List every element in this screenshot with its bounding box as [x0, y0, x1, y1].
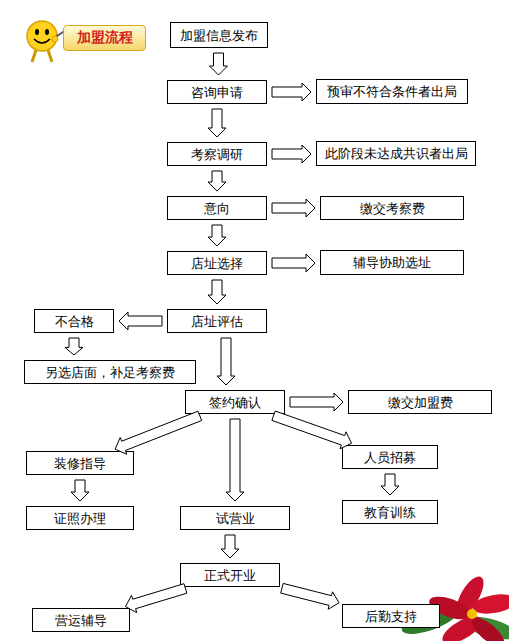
block-arrow — [272, 83, 311, 101]
process-box: 装修指导 — [26, 451, 134, 475]
box-label: 后勤支持 — [365, 609, 417, 624]
box-label: 缴交加盟费 — [388, 395, 453, 410]
box-label: 店址选择 — [191, 256, 243, 271]
box-label: 考察调研 — [191, 147, 243, 162]
smiley-eye — [35, 29, 39, 35]
block-arrow — [221, 535, 239, 558]
box-label: 证照办理 — [54, 511, 106, 526]
smiley-eye — [45, 29, 49, 35]
block-arrow — [272, 411, 352, 449]
box-label: 此阶段未达成共识者出局 — [325, 146, 468, 161]
block-arrow — [281, 583, 339, 609]
box-label: 正式开业 — [204, 568, 256, 583]
block-arrow — [272, 254, 315, 272]
block-arrow — [208, 280, 226, 304]
block-arrow — [71, 480, 89, 501]
box-label: 缴交考察费 — [360, 201, 425, 216]
process-box: 不合格 — [34, 309, 114, 333]
smiley-hand — [52, 36, 58, 42]
box-label: 加盟信息发布 — [180, 28, 258, 43]
block-arrow — [208, 171, 226, 191]
process-box: 缴交考察费 — [320, 196, 464, 220]
process-box: 证照办理 — [26, 506, 134, 530]
process-box: 教育训练 — [342, 500, 438, 524]
process-box: 预审不符合条件者出局 — [316, 79, 468, 104]
process-box: 正式开业 — [180, 563, 280, 587]
title-badge: 加盟流程 — [63, 25, 146, 51]
block-arrow — [115, 411, 202, 454]
block-arrow — [210, 53, 228, 75]
process-box: 加盟信息发布 — [170, 22, 268, 48]
smiley-mouth — [34, 39, 50, 43]
box-label: 预审不符合条件者出局 — [327, 84, 457, 99]
block-arrow — [226, 419, 244, 501]
box-label: 签约确认 — [209, 395, 261, 410]
smiley-face — [27, 21, 57, 51]
process-box: 后勤支持 — [342, 604, 440, 628]
box-label: 另选店面，补足考察费 — [45, 365, 175, 380]
box-label: 咨询申请 — [191, 85, 243, 100]
process-box: 签约确认 — [185, 390, 285, 414]
block-arrow — [272, 199, 315, 217]
process-box: 店址评估 — [167, 309, 267, 333]
process-box: 店址选择 — [167, 251, 267, 275]
process-box: 营运辅导 — [32, 608, 130, 632]
block-arrow — [126, 584, 187, 613]
box-label: 意向 — [204, 201, 230, 216]
block-arrow — [119, 312, 162, 330]
block-arrow — [208, 109, 226, 137]
process-box: 另选店面，补足考察费 — [24, 360, 196, 384]
box-label: 试营业 — [216, 511, 255, 526]
box-label: 店址评估 — [191, 314, 243, 329]
process-box: 人员招募 — [342, 445, 438, 469]
process-box: 此阶段未达成共识者出局 — [316, 141, 476, 166]
box-label: 装修指导 — [54, 456, 106, 471]
box-label: 人员招募 — [364, 450, 416, 465]
block-arrow — [272, 145, 311, 163]
process-box: 咨询申请 — [167, 80, 267, 104]
block-arrow — [290, 393, 343, 411]
process-box: 考察调研 — [167, 142, 267, 166]
smiley-leg — [32, 50, 36, 62]
block-arrow — [65, 338, 83, 355]
smiley-icon — [27, 21, 66, 62]
process-box: 意向 — [167, 196, 267, 220]
flower-center — [467, 609, 477, 619]
block-arrow — [217, 338, 235, 385]
process-box: 试营业 — [180, 506, 290, 530]
block-arrow — [381, 474, 399, 495]
box-label: 营运辅导 — [55, 613, 107, 628]
process-box: 缴交加盟费 — [348, 390, 492, 414]
box-label: 教育训练 — [364, 505, 416, 520]
process-box: 辅导协助选址 — [320, 250, 464, 275]
smiley-leg — [48, 50, 52, 62]
box-label: 不合格 — [55, 314, 94, 329]
box-label: 辅导协助选址 — [353, 255, 431, 270]
block-arrow — [208, 225, 226, 246]
